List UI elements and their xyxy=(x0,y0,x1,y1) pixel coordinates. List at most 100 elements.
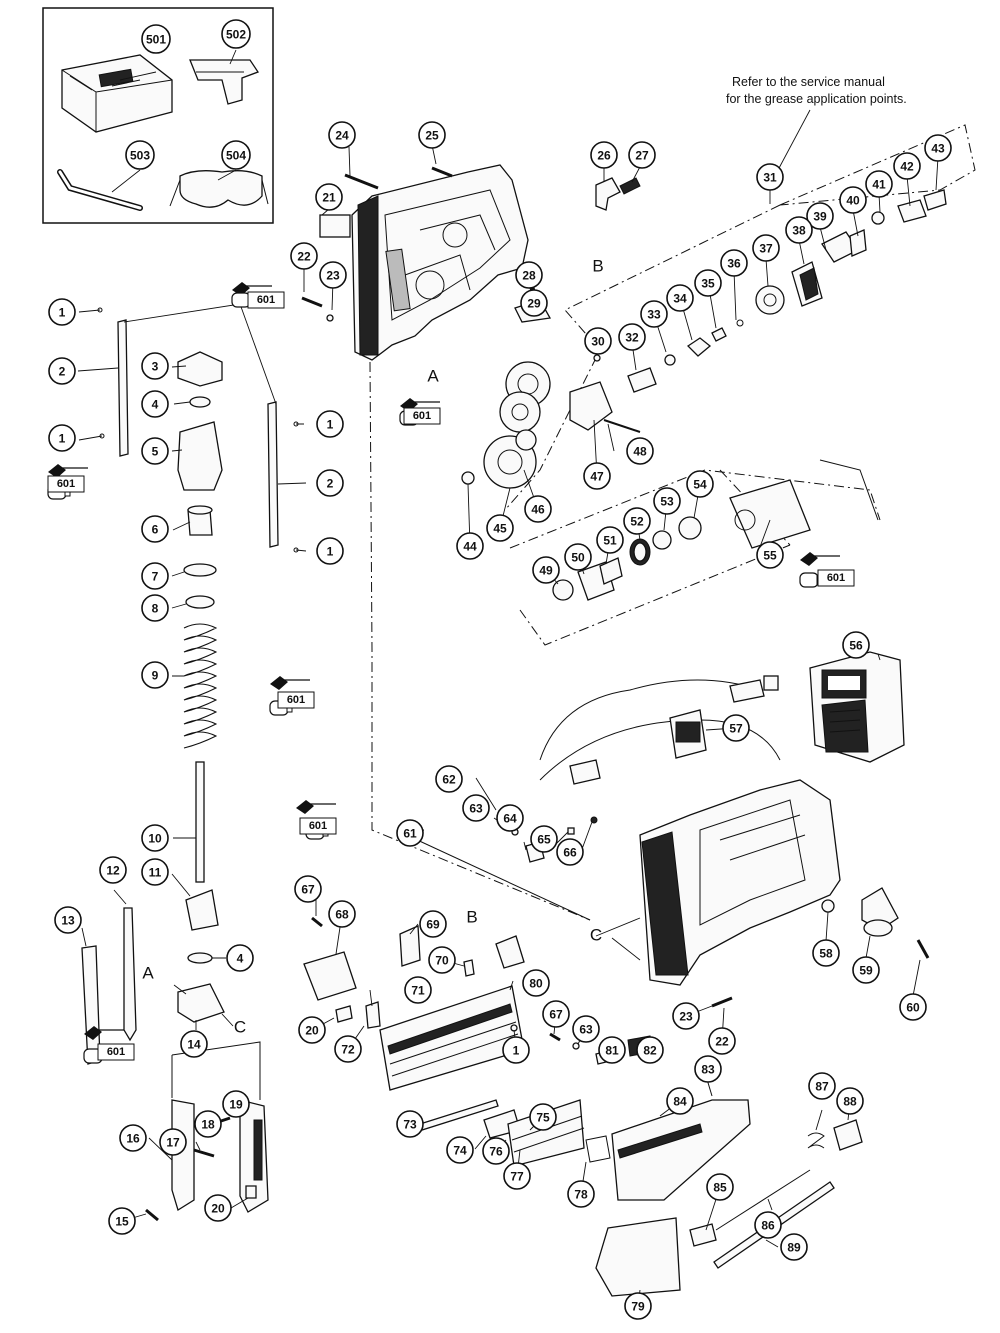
callout-label: 22 xyxy=(715,1035,729,1049)
callout-19: 19 xyxy=(222,1090,250,1118)
callout-label: 6 xyxy=(152,523,159,537)
housing-half xyxy=(351,164,529,361)
svg-text:601: 601 xyxy=(57,478,75,490)
callout-40: 40 xyxy=(839,186,867,214)
svg-text:601: 601 xyxy=(827,572,845,584)
callout-label: 58 xyxy=(819,947,833,961)
grease-tag-5: 601 xyxy=(799,551,855,588)
callout-1: 1 xyxy=(502,1036,530,1064)
callout-label: 10 xyxy=(148,832,162,846)
callout-label: 60 xyxy=(906,1001,920,1015)
svg-text:601: 601 xyxy=(309,820,327,832)
callout-26: 26 xyxy=(590,141,618,169)
battery-pack xyxy=(809,651,905,763)
callout-label: 81 xyxy=(605,1044,619,1058)
grease-tag-1: 601 xyxy=(231,281,285,309)
switch-harness xyxy=(539,675,781,785)
svg-text:601: 601 xyxy=(107,1046,125,1058)
callout-67: 67 xyxy=(542,1000,570,1028)
callout-39: 39 xyxy=(806,202,834,230)
callout-label: 40 xyxy=(846,194,860,208)
callout-label: 61 xyxy=(403,827,417,841)
driver-block-14 xyxy=(177,983,225,1023)
callout-10: 10 xyxy=(141,824,169,852)
callout-87: 87 xyxy=(808,1072,836,1100)
hex-key-part xyxy=(57,169,143,211)
callout-88: 88 xyxy=(836,1087,864,1115)
callout-60: 60 xyxy=(899,993,927,1021)
callout-label: 32 xyxy=(625,331,639,345)
callout-label: 4 xyxy=(237,952,244,966)
callout-501: 501 xyxy=(141,24,171,54)
callout-72: 72 xyxy=(334,1035,362,1063)
accessory-box xyxy=(42,7,274,224)
callout-32: 32 xyxy=(618,323,646,351)
grease-tag-3: 601 xyxy=(47,463,89,500)
callout-label: 63 xyxy=(469,802,483,816)
callout-label: 12 xyxy=(106,864,120,878)
callout-46: 46 xyxy=(524,495,552,523)
callout-70: 70 xyxy=(428,946,456,974)
callout-78: 78 xyxy=(567,1180,595,1208)
callout-24: 24 xyxy=(328,121,356,149)
callout-label: 43 xyxy=(931,142,945,156)
callout-38: 38 xyxy=(785,216,813,244)
callout-label: 21 xyxy=(322,191,336,205)
callout-65: 65 xyxy=(530,825,558,853)
callout-label: 27 xyxy=(635,149,649,163)
callout-63: 63 xyxy=(462,794,490,822)
callout-29: 29 xyxy=(520,289,548,317)
callout-21: 21 xyxy=(315,183,343,211)
callout-label: 36 xyxy=(727,257,741,271)
callout-label: 37 xyxy=(759,242,773,256)
gear-shaft-row xyxy=(627,189,947,393)
callout-label: 3 xyxy=(152,360,159,374)
callout-1: 1 xyxy=(48,424,76,452)
callout-label: 76 xyxy=(489,1145,503,1159)
callout-13: 13 xyxy=(54,906,82,934)
callout-1: 1 xyxy=(48,298,76,326)
tool-body-housing xyxy=(639,779,841,986)
callout-label: 41 xyxy=(872,178,886,192)
callout-52: 52 xyxy=(623,507,651,535)
callout-label: 29 xyxy=(527,297,541,311)
callout-label: 54 xyxy=(693,478,707,492)
safety-glasses-part xyxy=(169,170,269,208)
callout-20: 20 xyxy=(204,1194,232,1222)
callout-label: 1 xyxy=(59,432,66,446)
magazine-assembly xyxy=(303,916,863,1297)
callout-84: 84 xyxy=(666,1087,694,1115)
callout-14: 14 xyxy=(180,1030,208,1058)
callout-label: 56 xyxy=(849,639,863,653)
link-arms xyxy=(97,303,299,553)
callout-label: 23 xyxy=(679,1010,693,1024)
callout-34: 34 xyxy=(666,284,694,312)
callout-label: 38 xyxy=(792,224,806,238)
callout-28: 28 xyxy=(515,261,543,289)
callout-label: 7 xyxy=(152,570,159,584)
callout-label: 33 xyxy=(647,308,661,322)
callout-label: 14 xyxy=(187,1038,201,1052)
callout-label: 24 xyxy=(335,129,349,143)
callout-label: 85 xyxy=(713,1181,727,1195)
callout-50: 50 xyxy=(564,543,592,571)
callout-25: 25 xyxy=(418,121,446,149)
callout-label: 18 xyxy=(201,1118,215,1132)
callout-label: 52 xyxy=(630,515,644,529)
yoke-3 xyxy=(177,351,223,387)
callout-68: 68 xyxy=(328,900,356,928)
callout-43: 43 xyxy=(924,134,952,162)
callout-label: 67 xyxy=(301,883,315,897)
callout-label: 2 xyxy=(327,477,334,491)
callout-75: 75 xyxy=(529,1103,557,1131)
callout-81: 81 xyxy=(598,1036,626,1064)
callout-4: 4 xyxy=(141,390,169,418)
callout-label: 77 xyxy=(510,1170,524,1184)
callout-3: 3 xyxy=(141,352,169,380)
callout-37: 37 xyxy=(752,234,780,262)
callout-80: 80 xyxy=(522,969,550,997)
callout-7: 7 xyxy=(141,562,169,590)
callout-label: 75 xyxy=(536,1111,550,1125)
callout-502: 502 xyxy=(221,19,251,49)
callout-label: 70 xyxy=(435,954,449,968)
